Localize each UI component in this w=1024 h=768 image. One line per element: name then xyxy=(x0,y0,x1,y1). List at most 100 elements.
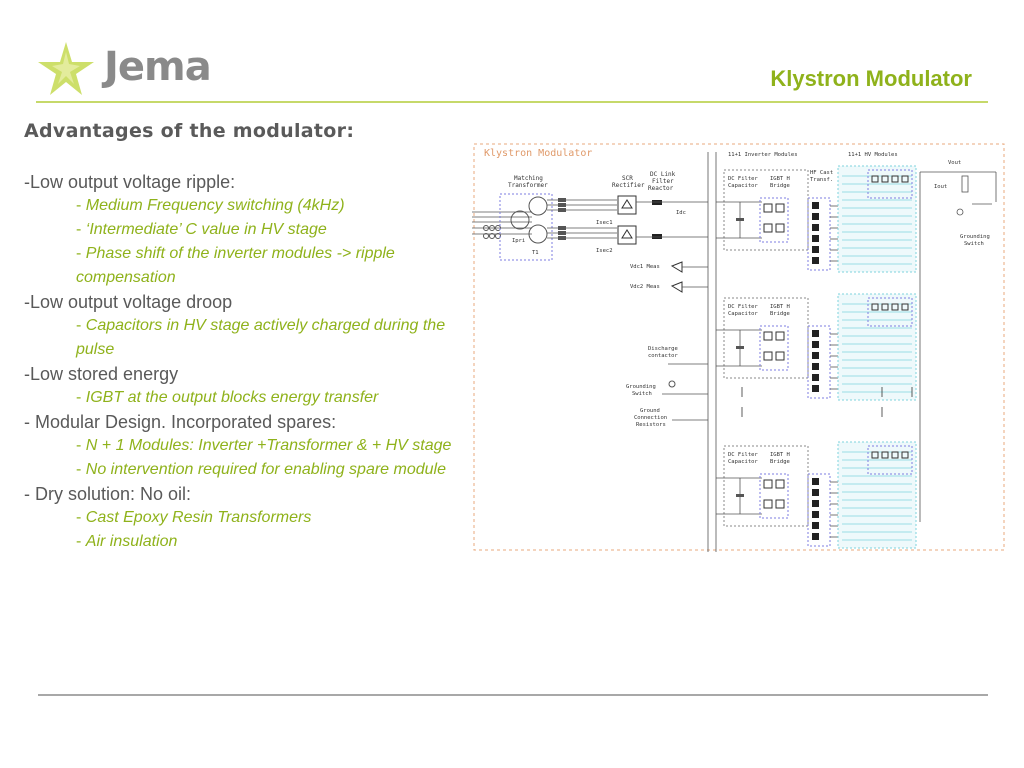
output-igbt-box xyxy=(867,445,913,475)
label-capacitor: Capacitor xyxy=(728,183,758,189)
label-capacitor: Capacitor xyxy=(728,459,758,465)
output-igbt-switch xyxy=(881,175,889,183)
dc-link-reactor-1 xyxy=(652,200,662,205)
igbt-switch xyxy=(775,479,785,489)
advantage-subitem: - Cast Epoxy Resin Transformers xyxy=(76,506,474,530)
igbt-bridge-box xyxy=(759,325,789,371)
output-igbt-switch xyxy=(891,451,899,459)
hf-transformer-box xyxy=(807,197,831,271)
advantage-subitem: - IGBT at the output blocks energy trans… xyxy=(76,386,474,410)
transformer-core xyxy=(812,224,819,231)
advantage-item: -Low stored energy xyxy=(24,364,179,384)
label-hv-modules: 11+1 HV Modules xyxy=(848,152,898,158)
label-switch-right: Switch xyxy=(964,241,984,247)
advantage-subitem-text: Cast Epoxy Resin Transformers xyxy=(85,509,312,526)
label-hf-cast: HF Cast xyxy=(810,170,833,176)
label-discharge: Discharge xyxy=(648,346,678,352)
advantage-subitem-text: Phase shift of the inverter modules -> r… xyxy=(76,245,395,286)
igbt-switch xyxy=(775,499,785,509)
igbt-switch xyxy=(763,351,773,361)
bullet-dash: - xyxy=(76,461,86,478)
advantage-subitem-text: N + 1 Modules: Inverter +Transformer & +… xyxy=(85,437,452,454)
advantage-subitem: - Air insulation xyxy=(76,530,474,554)
advantage-subitem-text: No intervention required for enabling sp… xyxy=(85,461,446,478)
advantage-subitem-text: ‘Intermediate’ C value in HV stage xyxy=(85,221,327,238)
label-transformer: Transformer xyxy=(508,182,548,189)
bullet-dash: - xyxy=(76,245,86,262)
transformer-core xyxy=(812,235,819,242)
transformer-core xyxy=(812,257,819,264)
output-igbt-switch xyxy=(871,175,879,183)
scr-rectifier-2 xyxy=(617,225,637,245)
label-inverter-modules: 11+1 Inverter Modules xyxy=(728,152,798,158)
label-dc-filter: DC Filter xyxy=(728,176,758,182)
slide-title: Klystron Modulator xyxy=(770,66,972,91)
transformer-core xyxy=(812,363,819,370)
vdc2-sensor xyxy=(670,281,683,293)
input-inductors xyxy=(483,225,501,239)
advantage-subitem: - No intervention required for enabling … xyxy=(76,458,474,482)
transformer-core xyxy=(812,522,819,529)
output-lines xyxy=(919,171,997,522)
advantage-subitem: - ‘Intermediate’ C value in HV stage xyxy=(76,218,474,242)
label-connection: Connection xyxy=(634,415,667,421)
logo-text: Jema xyxy=(104,44,212,90)
transformer-core xyxy=(812,385,819,392)
bullet-dash: - xyxy=(76,389,86,406)
transformer-core xyxy=(812,246,819,253)
label-igbt: IGBT H xyxy=(770,176,790,182)
advantage-item: - Dry solution: No oil: xyxy=(24,484,192,504)
schematic-svg: Klystron Modulator Matching Transformer … xyxy=(466,143,1005,552)
dc-bus-lines xyxy=(636,152,717,552)
transformer-secondary-coil-1 xyxy=(528,196,548,216)
label-t1: T1 xyxy=(532,250,539,256)
label-transf: Transf. xyxy=(810,177,833,183)
output-igbt-box xyxy=(867,297,913,327)
advantages-list: Advantages of the modulator: -Low output… xyxy=(24,120,474,554)
input-lines xyxy=(466,211,532,235)
advantage-subitem-text: Medium Frequency switching (4kHz) xyxy=(85,197,345,214)
transformer-core xyxy=(812,352,819,359)
label-bridge: Bridge xyxy=(770,459,790,465)
vdc1-sensor xyxy=(670,261,683,273)
output-igbt-switch xyxy=(901,175,909,183)
label-vdc1: Vdc1 Meas xyxy=(630,264,660,270)
output-igbt-switch xyxy=(871,451,879,459)
label-grounding-left: Grounding xyxy=(626,384,656,390)
igbt-switch xyxy=(775,351,785,361)
bullet-dash: - xyxy=(76,221,86,238)
transformer-secondary-coil-2 xyxy=(528,224,548,244)
label-isec1: Isec1 xyxy=(596,220,613,226)
scr-rectifier-1 xyxy=(617,195,637,215)
advantage-item: -Low output voltage ripple: xyxy=(24,172,236,192)
klystron-modulator-schematic: Klystron Modulator Matching Transformer … xyxy=(466,142,1006,552)
advantages-heading: Advantages of the modulator: xyxy=(24,120,355,142)
igbt-switch xyxy=(763,499,773,509)
transformer-core xyxy=(812,533,819,540)
advantage-subitem: - N + 1 Modules: Inverter +Transformer &… xyxy=(76,434,474,458)
continuation-marks xyxy=(741,387,913,417)
igbt-bridge-box xyxy=(759,197,789,243)
igbt-switch xyxy=(775,223,785,233)
bullet-dash: - xyxy=(76,533,86,550)
label-isec2: Isec2 xyxy=(596,248,613,254)
advantage-item: -Low output voltage droop xyxy=(24,292,233,312)
footer-divider xyxy=(38,694,988,696)
output-igbt-switch xyxy=(881,451,889,459)
igbt-switch xyxy=(775,203,785,213)
hf-transformer-box xyxy=(807,325,831,399)
label-ground: Ground xyxy=(640,408,660,414)
transformer-core xyxy=(812,330,819,337)
igbt-switch xyxy=(763,331,773,341)
igbt-bridge-box xyxy=(759,473,789,519)
label-dc-filter: DC Filter xyxy=(728,304,758,310)
label-igbt: IGBT H xyxy=(770,452,790,458)
label-dc-link: DC Link xyxy=(650,171,676,178)
bullet-dash: - xyxy=(76,509,86,526)
label-reactor: Reactor xyxy=(648,185,674,192)
line-chokes xyxy=(558,198,566,240)
label-vout: Vout xyxy=(948,160,961,166)
